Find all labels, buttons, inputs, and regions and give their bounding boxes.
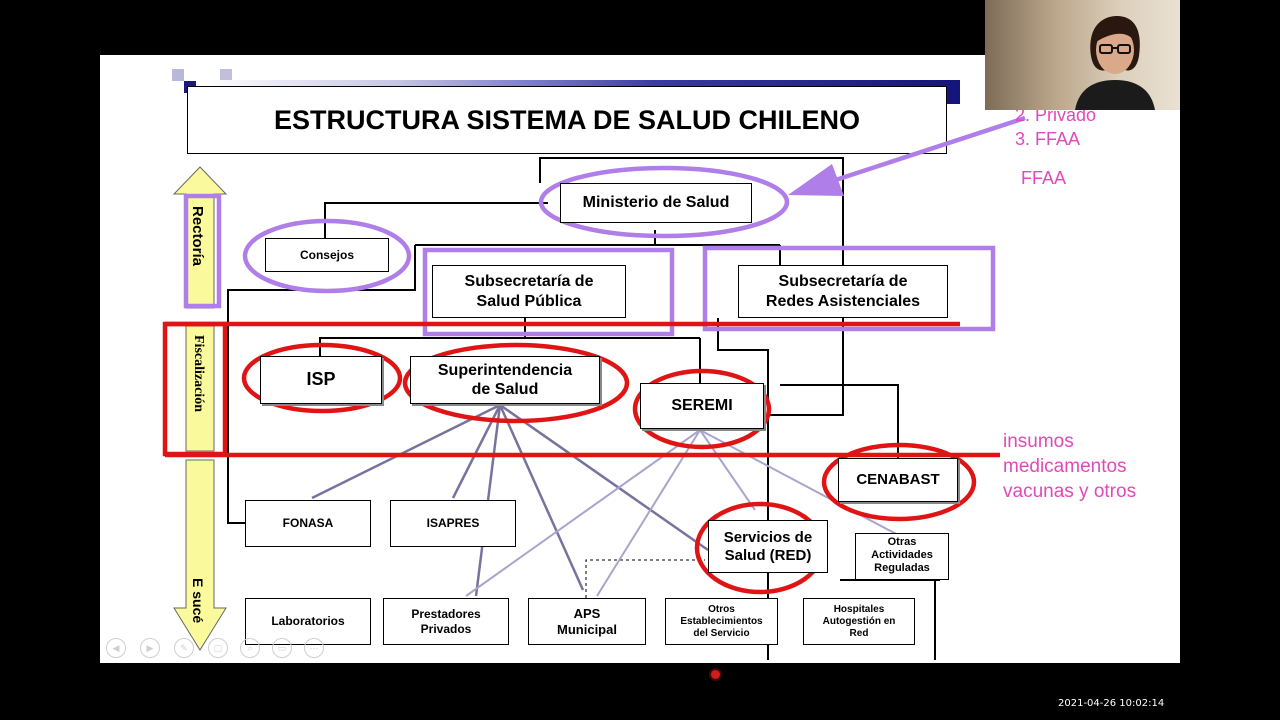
box-superintendencia: Superintendencia de Salud: [410, 356, 600, 404]
box-aps: APS Municipal: [528, 598, 646, 645]
box-fonasa: FONASA: [245, 500, 371, 547]
box-servicios-salud: Servicios de Salud (RED): [708, 520, 828, 573]
box-subsec-redes: Subsecretaría de Redes Asistenciales: [738, 265, 948, 318]
recording-dot-icon: [711, 670, 720, 679]
label-ejecucion: E sucé: [190, 578, 206, 624]
pen-icon[interactable]: ✎: [174, 638, 194, 658]
box-cenabast: CENABAST: [838, 458, 958, 502]
presenter-avatar: [1075, 16, 1155, 110]
box-prestadores: Prestadores Privados: [383, 598, 509, 645]
label-rectoria: Rectoría: [189, 206, 206, 267]
box-consejos: Consejos: [265, 238, 389, 272]
annotation-ffaa: FFAA: [1021, 168, 1067, 188]
recording-timestamp: 2021-04-26 10:02:14: [1058, 698, 1165, 709]
webcam-video: [985, 0, 1180, 110]
box-ministerio: Ministerio de Salud: [560, 183, 752, 223]
box-seremi: SEREMI: [640, 383, 764, 429]
decor-square: [220, 69, 232, 81]
box-hospitales: Hospitales Autogestión en Red: [803, 598, 915, 645]
prev-slide-icon[interactable]: ◀: [106, 638, 126, 658]
box-laboratorios: Laboratorios: [245, 598, 371, 645]
annotation-insumos: insumos medicamentos vacunas y otros: [1003, 431, 1137, 502]
label-fiscalizacion: Fiscalización: [191, 335, 206, 412]
box-otras-actividades: Otras Actividades Reguladas: [855, 533, 949, 580]
annotation-list: 2. Privado 3. FFAA: [1015, 105, 1097, 149]
box-subsec-salud-publica: Subsecretaría de Salud Pública: [432, 265, 626, 318]
box-isapres: ISAPRES: [390, 500, 516, 547]
box-isp: ISP: [260, 356, 382, 404]
zoom-icon[interactable]: ⌕: [240, 638, 260, 658]
next-slide-icon[interactable]: ▶: [140, 638, 160, 658]
title-box: ESTRUCTURA SISTEMA DE SALUD CHILENO: [187, 86, 947, 154]
pages-icon[interactable]: ▢: [208, 638, 228, 658]
decor-square: [172, 69, 184, 81]
slide-title: ESTRUCTURA SISTEMA DE SALUD CHILENO: [273, 105, 860, 135]
subtitles-icon[interactable]: ▭: [272, 638, 292, 658]
box-otros-establecimientos: Otros Establecimientos del Servicio: [665, 598, 778, 645]
more-options-icon[interactable]: ⋯: [304, 638, 324, 658]
